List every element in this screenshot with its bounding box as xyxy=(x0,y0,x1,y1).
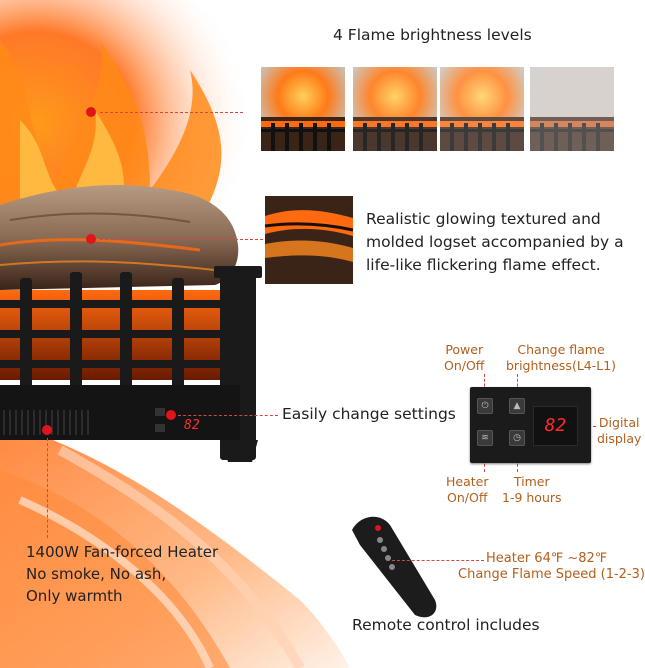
callout-leader-remote xyxy=(392,560,484,561)
flame-level-thumbnail-4 xyxy=(530,67,614,151)
flame-brightness-button[interactable]: ▲ xyxy=(509,398,525,414)
heater-button[interactable]: ≋ xyxy=(477,430,493,446)
flame-level-thumbnail-3 xyxy=(440,67,524,151)
settings-callout: Easily change settings xyxy=(282,405,456,423)
remote-temperature-label: Heater 64℉ ~82℉ xyxy=(486,551,608,566)
callout-dot-logs xyxy=(86,234,96,244)
logset-description: Realistic glowing textured and molded lo… xyxy=(366,210,624,274)
heater-callout: 1400W Fan-forced Heater No smoke, No ash… xyxy=(26,541,266,607)
remote-flame-speed-label: Change Flame Speed (1-2-3) xyxy=(458,567,645,582)
heater-line-1: 1400W Fan-forced Heater xyxy=(26,543,219,561)
page-title: 4 Flame brightness levels xyxy=(333,26,532,44)
control-panel: ⏻ ▲ ≋ ◷ 82 xyxy=(470,387,591,463)
timer-button[interactable]: ◷ xyxy=(509,430,525,446)
remote-control-graphic xyxy=(352,516,437,618)
callout-leader-flames xyxy=(100,112,243,113)
unit-display: 82 xyxy=(184,418,200,433)
callout-dot-settings xyxy=(166,410,176,420)
callout-leader-settings xyxy=(178,415,278,416)
logset-closeup-thumbnail xyxy=(264,196,354,284)
heater-line-3: Only warmth xyxy=(26,587,123,605)
leader-power xyxy=(484,374,485,396)
flame-level-thumbnail-2 xyxy=(353,67,437,151)
leader-flame xyxy=(517,374,518,396)
power-button[interactable]: ⏻ xyxy=(477,398,493,414)
digital-display: 82 xyxy=(533,406,578,446)
remote-caption: Remote control includes xyxy=(352,616,540,634)
heater-line-2: No smoke, No ash, xyxy=(26,565,167,583)
callout-dot-flames xyxy=(86,107,96,117)
flame-level-thumbnail-1 xyxy=(261,67,345,151)
callout-dot-heater xyxy=(42,425,52,435)
callout-leader-logs xyxy=(100,239,263,240)
callout-leader-heater xyxy=(47,438,48,538)
